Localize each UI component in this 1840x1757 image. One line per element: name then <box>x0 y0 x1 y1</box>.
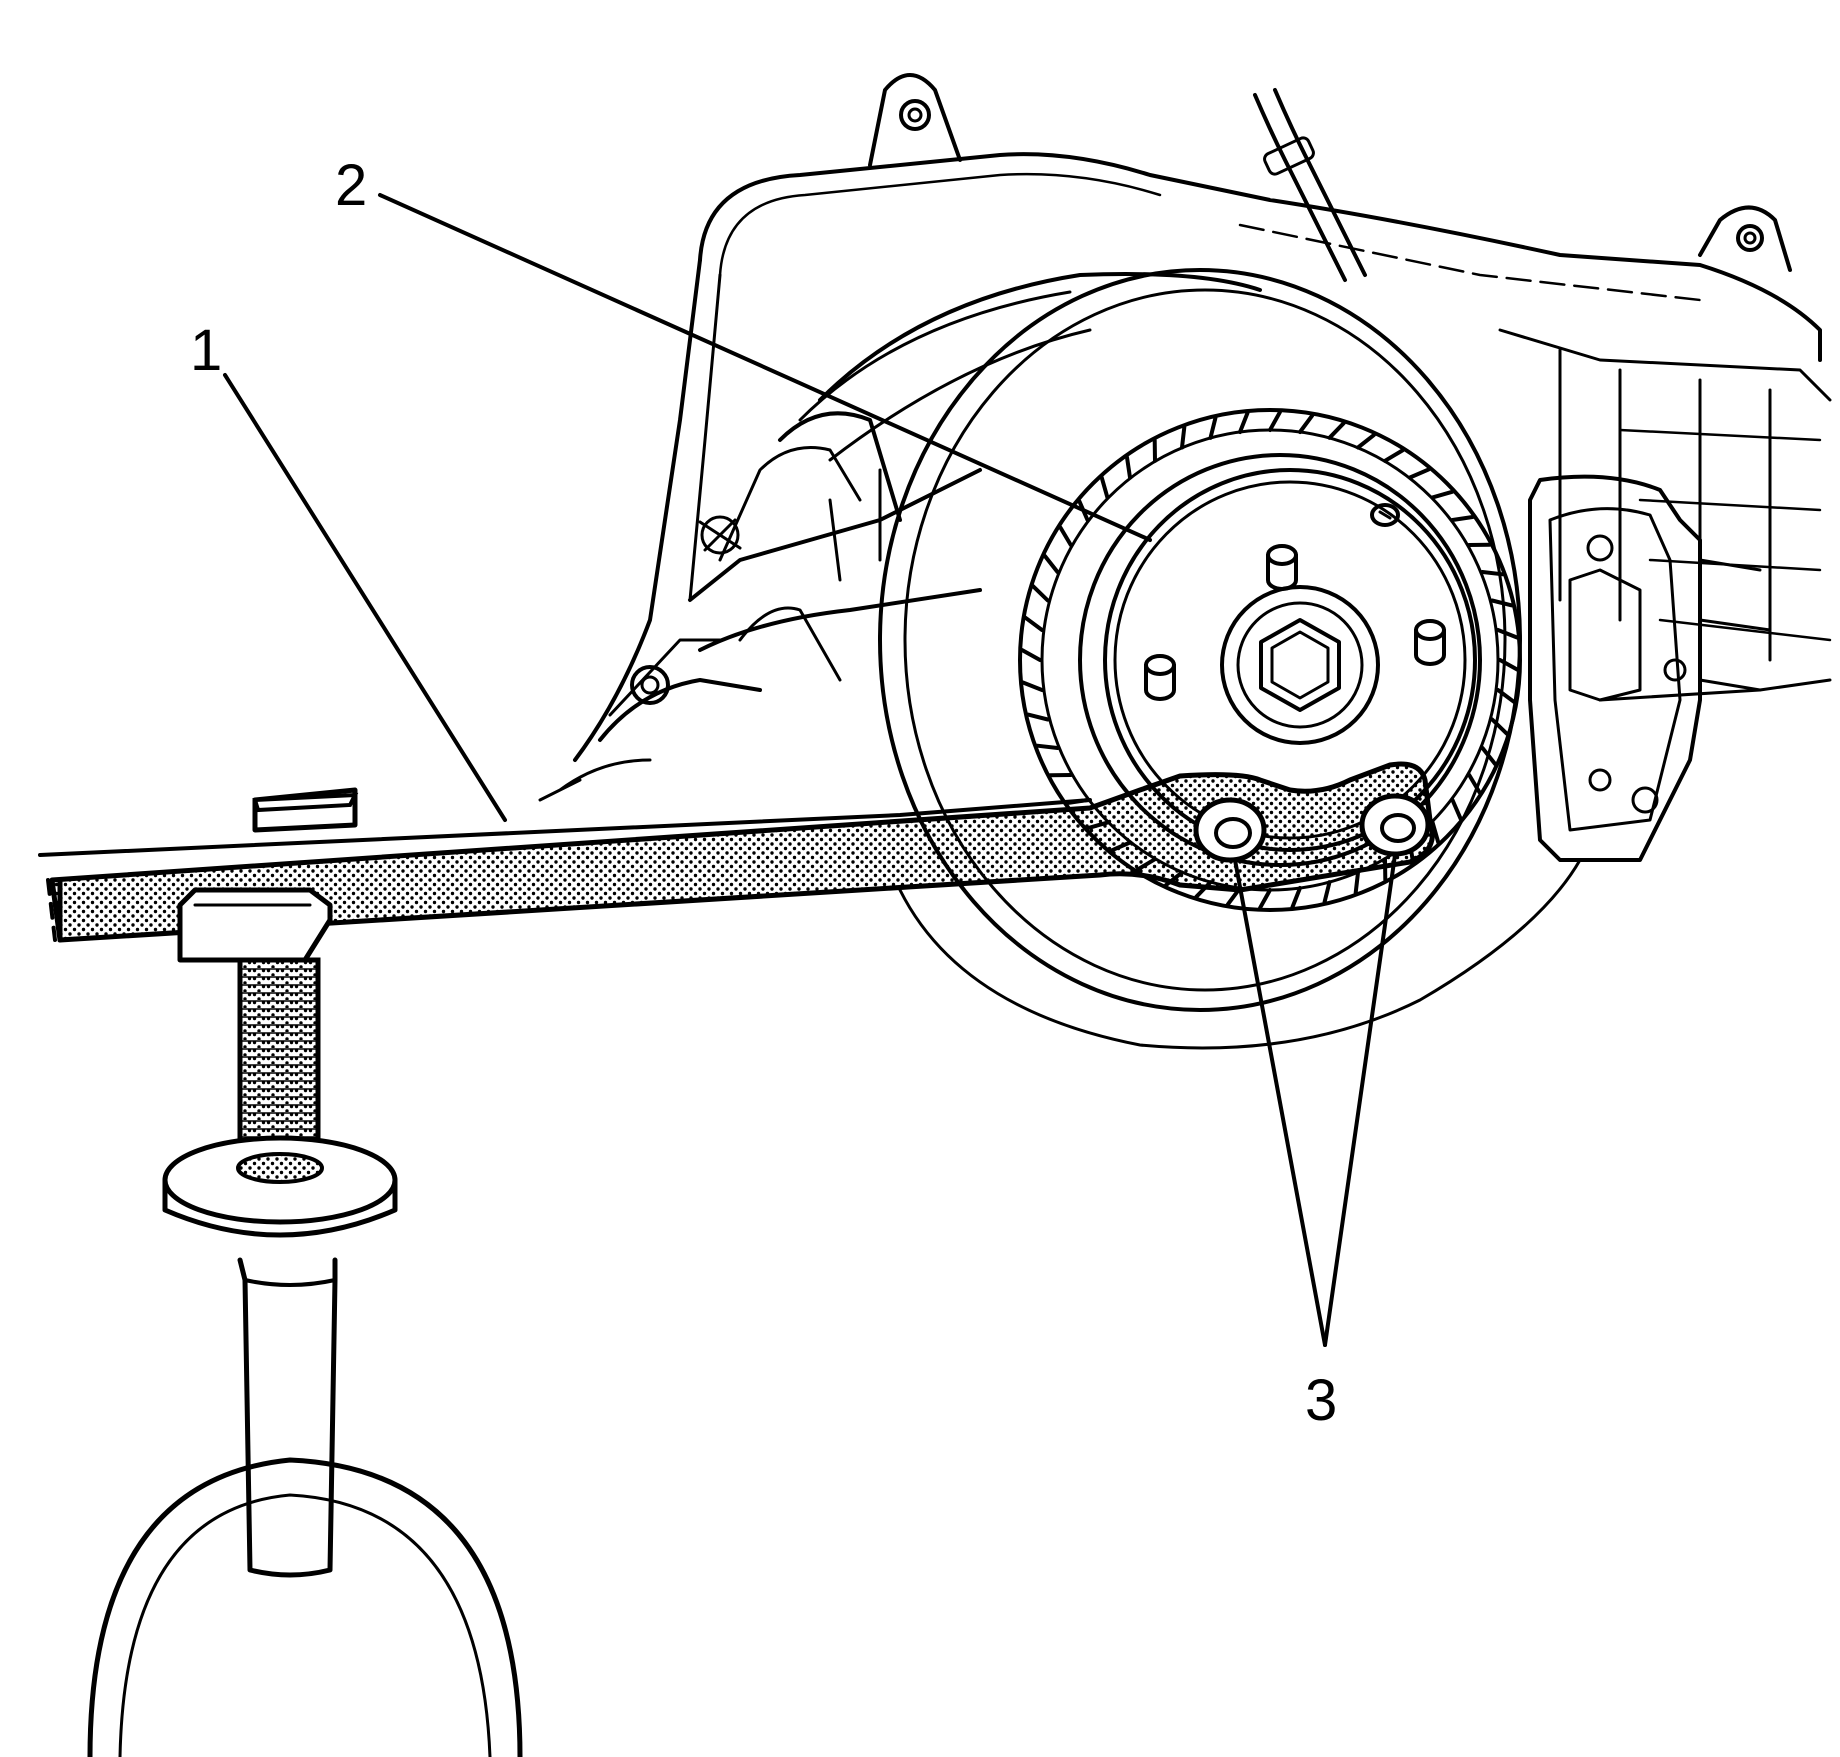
rotor-vent-slot <box>1490 717 1509 736</box>
rotor-vent-slot <box>1383 448 1405 463</box>
rotor-vent-slot <box>1258 888 1272 910</box>
callout-1: 1 <box>190 318 222 383</box>
rotor-vent-slot <box>1031 584 1050 603</box>
brake-cable <box>1253 88 1367 282</box>
rotor-vent-slot <box>1450 515 1475 522</box>
rotor-vent-slot <box>1042 554 1060 574</box>
brake-rotor <box>878 268 1582 1050</box>
rotor-vent-slot <box>1023 615 1044 632</box>
rotor-vent-slot <box>1035 743 1060 750</box>
rotor-vent-slot <box>1099 475 1110 500</box>
wheel-stud <box>1144 654 1176 701</box>
rotor-vent-slot <box>1020 648 1042 662</box>
rotor-retaining-screw <box>1370 503 1400 527</box>
rotor-vent-slot <box>1408 467 1431 480</box>
rotor-vent-slot <box>1480 570 1505 577</box>
wheel-stud <box>1266 544 1298 591</box>
bushing <box>1359 793 1431 857</box>
holding-bar-tool <box>38 761 1435 943</box>
rotor-vent-slot <box>1353 870 1360 895</box>
rotor-vent-slot <box>1467 773 1482 795</box>
callout-labels: 1 2 3 <box>190 153 1337 1433</box>
wheel-hub <box>1144 503 1446 745</box>
jack-stand <box>87 787 523 1757</box>
callout-3: 3 <box>1305 1368 1337 1433</box>
rotor-vent-slot <box>1496 688 1517 705</box>
rotor-vent-slot <box>1058 525 1073 547</box>
rotor-vent-slot <box>1238 411 1250 434</box>
rotor-vent-slot <box>1180 425 1187 450</box>
suspension-links <box>538 411 982 802</box>
rotor-vent-slot <box>1356 432 1376 450</box>
rotor-vent-slot <box>1496 628 1519 640</box>
rotor-vent-slot <box>1125 455 1132 480</box>
rotor-vent-slot <box>1430 489 1455 500</box>
rotor-vent-slot <box>1450 798 1463 821</box>
rotor-vent-slot <box>1298 413 1315 434</box>
rotor-vent-slot <box>1322 880 1332 904</box>
callout-leaders <box>223 193 1397 1347</box>
wheel-stud <box>1414 619 1446 666</box>
callout-2: 2 <box>335 153 367 218</box>
rotor-vent-slot <box>1021 680 1044 692</box>
bushing <box>1193 797 1267 863</box>
rotor-vent-slot <box>1026 712 1050 722</box>
rotor-vent-slot <box>1268 410 1282 432</box>
brake-caliper <box>1528 474 1772 862</box>
rotor-vent-slot <box>1498 658 1520 672</box>
rotor-vent-slot <box>1290 886 1302 909</box>
rotor-vent-slot <box>1208 416 1218 440</box>
rotor-vent-slot <box>1490 598 1514 608</box>
rotor-vent-slot <box>1327 421 1346 440</box>
rotor-vent-slot <box>1480 746 1498 766</box>
